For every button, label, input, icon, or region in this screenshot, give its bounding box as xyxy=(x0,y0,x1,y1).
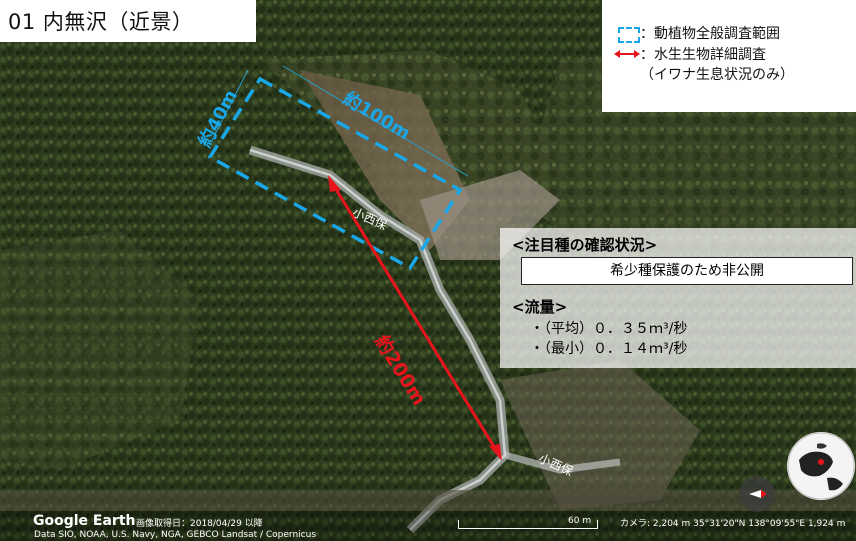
camera-info: カメラ: 2,204 m 35°31'20"N 138°09'55"E 1,92… xyxy=(620,519,846,529)
flow-minimum: ・（最小）０．１４ｍ³/秒 xyxy=(530,341,688,357)
image-date: 画像取得日：2018/04/29 以降 xyxy=(136,519,263,529)
globe-icon xyxy=(787,432,855,500)
footer-bar xyxy=(0,511,856,541)
dimension-lines xyxy=(211,65,469,177)
flow-average: ・（平均）０．３５ｍ³/秒 xyxy=(530,321,688,337)
legend-survey-area: ：動植物全般調査範囲 xyxy=(640,26,780,42)
google-earth-logo: Google Earth xyxy=(33,513,136,529)
page-title: 01 内無沢（近景） xyxy=(8,10,194,34)
data-attribution: Data SIO, NOAA, U.S. Navy, NGA, GEBCO La… xyxy=(34,530,317,540)
aquatic-survey-arrow xyxy=(328,175,502,461)
legend-aquatic-survey: ：水生生物詳細調査 xyxy=(640,47,766,63)
survey-area-outline xyxy=(207,76,463,271)
double-arrow-icon xyxy=(614,50,640,58)
globe-button[interactable] xyxy=(787,432,855,500)
legend-aquatic-survey-note: （イワナ生息状況のみ） xyxy=(640,67,794,83)
species-status-box: 希少種保護のため非公開 xyxy=(521,257,853,285)
scale-bar xyxy=(458,520,598,529)
flow-heading: <流量> xyxy=(512,298,568,316)
info-panel: <注目種の確認状況> 希少種保護のため非公開 <流量> ・（平均）０．３５ｍ³/… xyxy=(500,228,856,368)
title-box: 01 内無沢（近景） xyxy=(0,0,256,42)
survey-area-swatch-icon xyxy=(618,27,640,43)
legend: ：動植物全般調査範囲 ：水生生物詳細調査 （イワナ生息状況のみ） xyxy=(602,0,856,112)
compass-needle-icon xyxy=(749,490,767,498)
species-heading: <注目種の確認状況> xyxy=(512,236,658,254)
compass-button[interactable] xyxy=(739,476,775,512)
scale-label: 60 m xyxy=(568,516,592,526)
